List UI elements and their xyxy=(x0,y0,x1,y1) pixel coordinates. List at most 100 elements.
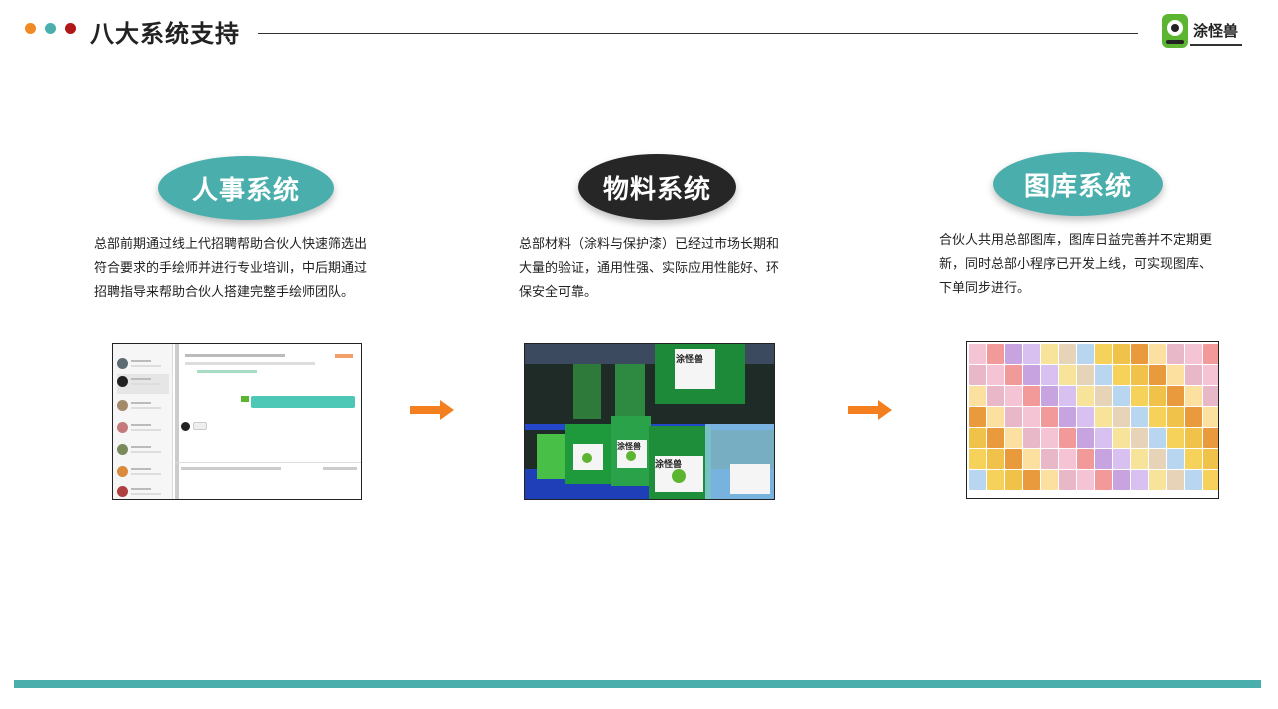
gallery-thumbnail xyxy=(1005,386,1022,406)
gallery-thumbnail xyxy=(987,365,1004,385)
gallery-thumbnail xyxy=(987,449,1004,469)
gallery-thumbnail xyxy=(1095,407,1112,427)
gallery-thumbnail xyxy=(1113,428,1130,448)
gallery-thumbnail xyxy=(1149,470,1166,490)
gallery-thumbnail xyxy=(1077,344,1094,364)
desc-line: 招聘指导来帮助合伙人搭建完整手绘师团队。 xyxy=(94,285,355,300)
gallery-thumbnail xyxy=(1077,386,1094,406)
system-name: 图库系统 xyxy=(1023,171,1132,202)
gallery-thumbnail xyxy=(1113,365,1130,385)
footer-bar xyxy=(14,680,1261,688)
gallery-thumbnail xyxy=(1041,365,1058,385)
gallery-thumbnail xyxy=(1167,386,1184,406)
system-pill-gallery: 图库系统 xyxy=(993,152,1163,216)
gallery-thumbnail xyxy=(969,470,986,490)
gallery-thumbnail xyxy=(1095,386,1112,406)
system-description-hr: 总部前期通过线上代招聘帮助合伙人快速筛选出 符合要求的手绘师并进行专业培训，中后… xyxy=(94,233,386,305)
gallery-thumbnail xyxy=(1131,344,1148,364)
gallery-thumbnail xyxy=(1059,365,1076,385)
gallery-thumbnail xyxy=(987,386,1004,406)
chat-contact xyxy=(117,442,169,462)
gallery-thumbnail xyxy=(987,344,1004,364)
gallery-thumbnail xyxy=(1149,344,1166,364)
gallery-thumbnail xyxy=(1167,449,1184,469)
gallery-thumbnail xyxy=(1041,407,1058,427)
gallery-thumbnail xyxy=(969,407,986,427)
gallery-thumbnail xyxy=(1023,344,1040,364)
system-name: 物料系统 xyxy=(602,174,711,205)
gallery-thumbnail xyxy=(1185,449,1202,469)
brand-logo-icon xyxy=(1162,14,1242,48)
gallery-thumbnail xyxy=(1131,365,1148,385)
gallery-thumbnail xyxy=(1005,365,1022,385)
chat-contact xyxy=(117,356,169,376)
desc-line: 合伙人共用总部图库，图库日益完善并不定期更 xyxy=(939,233,1213,248)
gallery-thumbnail xyxy=(1041,428,1058,448)
gallery-thumbnail xyxy=(1095,449,1112,469)
gallery-thumbnail xyxy=(1077,449,1094,469)
title-divider xyxy=(258,33,1138,34)
gallery-thumbnail xyxy=(1185,344,1202,364)
gallery-thumbnail xyxy=(1059,428,1076,448)
gallery-thumbnail xyxy=(1059,386,1076,406)
gallery-thumbnail xyxy=(1095,428,1112,448)
gallery-thumbnail xyxy=(1059,449,1076,469)
gallery-thumbnail xyxy=(1131,428,1148,448)
gallery-thumbnail xyxy=(1203,428,1218,448)
desc-line: 总部前期通过线上代招聘帮助合伙人快速筛选出 xyxy=(94,237,368,252)
desc-line: 大量的验证，通用性强、实际应用性能好、环 xyxy=(519,261,780,276)
gallery-thumbnail xyxy=(1131,470,1148,490)
chat-contact xyxy=(117,484,169,499)
arrow-right-icon xyxy=(848,400,892,420)
desc-line: 保安全可靠。 xyxy=(519,285,598,300)
header-dot-red xyxy=(65,23,76,34)
gallery-thumbnail xyxy=(1185,386,1202,406)
gallery-thumbnail xyxy=(1149,449,1166,469)
gallery-thumbnail xyxy=(1113,386,1130,406)
gallery-thumbnail xyxy=(969,428,986,448)
header-dot-teal xyxy=(45,23,56,34)
jar-label: 涂怪兽 xyxy=(617,442,641,451)
gallery-thumbnail xyxy=(1167,470,1184,490)
chat-contact xyxy=(117,374,169,394)
gallery-thumbnail xyxy=(987,428,1004,448)
material-jars-photo: 涂怪兽 涂怪兽 涂怪兽 xyxy=(524,343,775,500)
chat-bubble-received xyxy=(193,422,207,430)
gallery-thumbnail xyxy=(1041,449,1058,469)
gallery-thumbnail xyxy=(1059,470,1076,490)
page-title: 八大系统支持 xyxy=(90,20,240,48)
gallery-thumbnail xyxy=(1077,470,1094,490)
gallery-thumbnail xyxy=(1059,407,1076,427)
gallery-thumbnail xyxy=(1185,470,1202,490)
gallery-thumbnail xyxy=(1203,470,1218,490)
gallery-thumbnail xyxy=(1149,428,1166,448)
system-description-material: 总部材料（涂料与保护漆）已经过市场长期和 大量的验证，通用性强、实际应用性能好、… xyxy=(519,233,811,305)
gallery-thumbnail xyxy=(1203,365,1218,385)
gallery-thumbnail-grid xyxy=(969,344,1218,490)
gallery-thumbnail xyxy=(969,365,986,385)
gallery-thumbnail xyxy=(1203,407,1218,427)
gallery-thumbnail xyxy=(1149,386,1166,406)
gallery-thumbnail xyxy=(1113,344,1130,364)
gallery-thumbnail xyxy=(1023,407,1040,427)
gallery-thumbnail xyxy=(1131,449,1148,469)
arrow-right-icon xyxy=(410,400,454,420)
gallery-thumbnail xyxy=(1185,428,1202,448)
gallery-thumbnail xyxy=(1005,428,1022,448)
gallery-thumbnail xyxy=(1113,407,1130,427)
gallery-thumbnail xyxy=(1149,365,1166,385)
desc-line: 符合要求的手绘师并进行专业培训，中后期通过 xyxy=(94,261,368,276)
gallery-thumbnail xyxy=(1077,428,1094,448)
gallery-thumbnail xyxy=(1131,386,1148,406)
gallery-thumbnail xyxy=(1185,365,1202,385)
gallery-thumbnail xyxy=(1095,470,1112,490)
gallery-thumbnail xyxy=(1005,470,1022,490)
gallery-thumbnail xyxy=(1167,365,1184,385)
gallery-thumbnail xyxy=(1023,365,1040,385)
gallery-thumbnail xyxy=(1005,449,1022,469)
header-dot-orange xyxy=(25,23,36,34)
chat-contact xyxy=(117,398,169,418)
gallery-thumbnail xyxy=(1095,344,1112,364)
gallery-thumbnail xyxy=(1023,449,1040,469)
brand-logo-text: 涂怪兽 xyxy=(1193,22,1239,40)
